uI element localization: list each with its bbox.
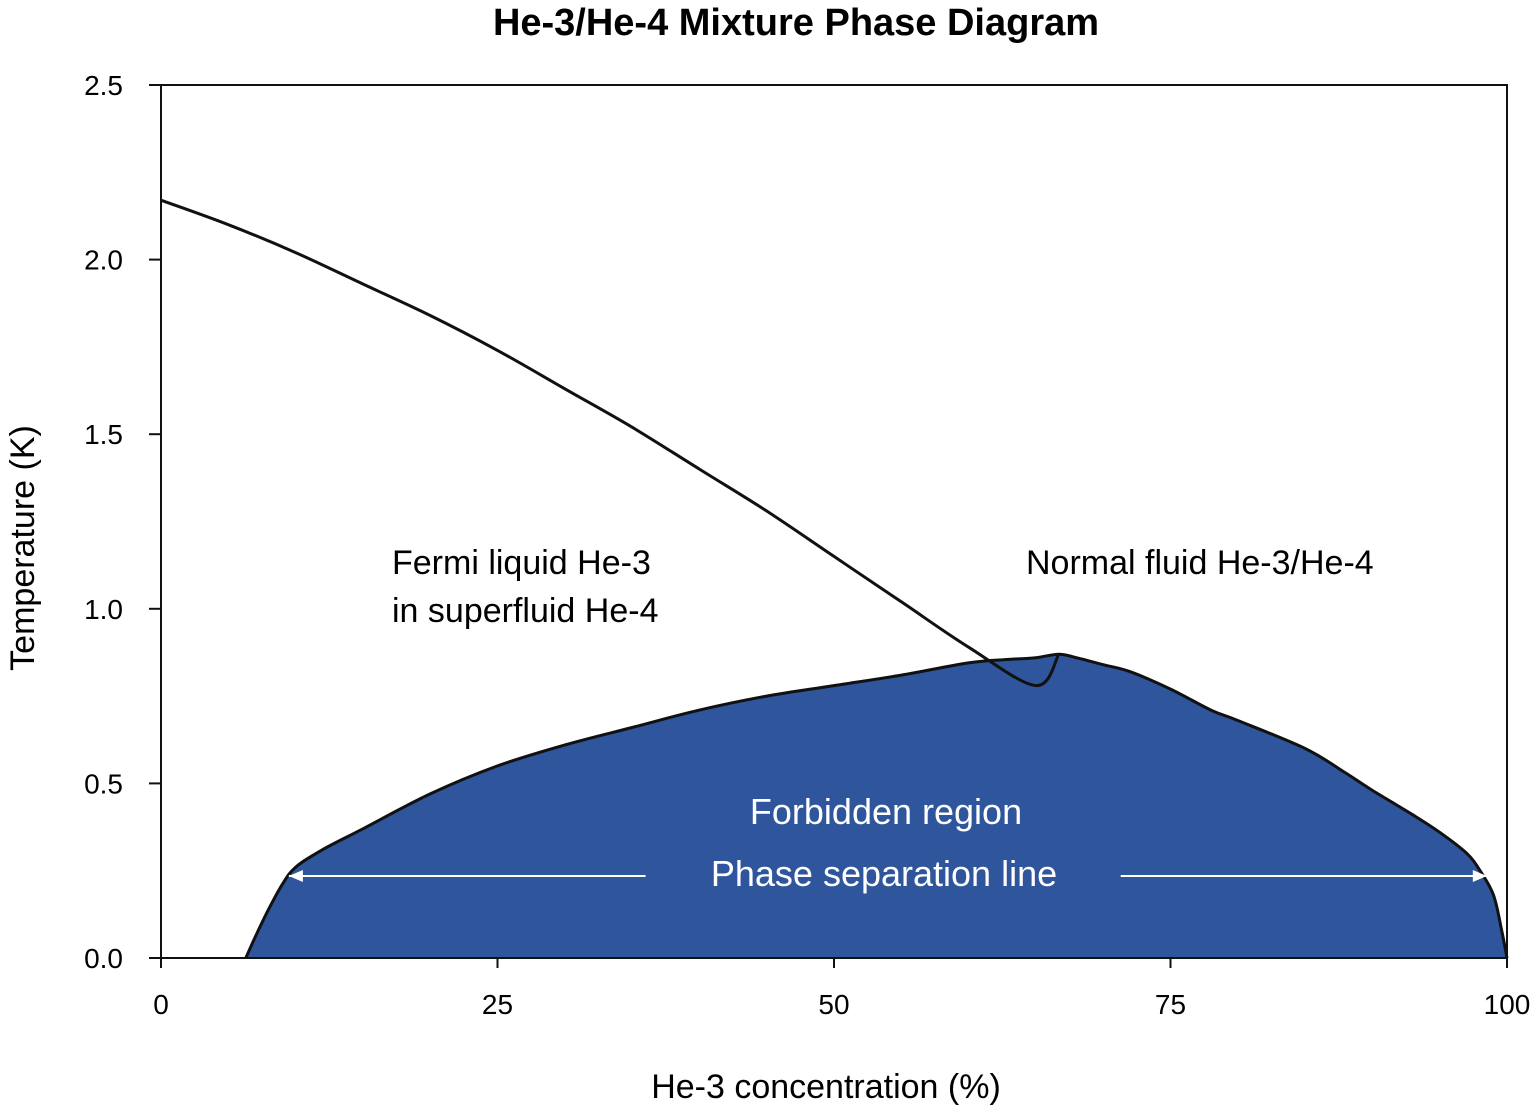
x-tick-label: 50 xyxy=(818,989,849,1020)
y-tick-label: 2.0 xyxy=(84,245,123,276)
y-tick-label: 0.5 xyxy=(84,768,123,799)
fermi-liquid-label-line2: in superfluid He-4 xyxy=(392,592,658,630)
x-tick-label: 100 xyxy=(1484,989,1531,1020)
normal-fluid-label: Normal fluid He-3/He-4 xyxy=(1026,544,1374,582)
forbidden-region-label: Forbidden region xyxy=(750,791,1022,832)
arrow-left-head xyxy=(288,869,303,882)
fermi-liquid-label-line1: Fermi liquid He-3 xyxy=(392,544,651,582)
x-tick-label: 0 xyxy=(153,989,169,1020)
lambda-line xyxy=(160,198,1061,688)
phase-separation-label: Phase separation line xyxy=(711,853,1057,894)
y-tick-label: 1.5 xyxy=(84,419,123,450)
chart-title: He-3/He-4 Mixture Phase Diagram xyxy=(493,2,1099,44)
phase-separation-curve xyxy=(244,652,1509,959)
y-axis-label: Temperature (K) xyxy=(4,425,42,671)
y-tick-label: 0.0 xyxy=(84,943,123,974)
plot-area: 0 25 50 75 100 0.0 0.5 1.0 1.5 2.0 2.5 xyxy=(84,70,1530,1020)
x-axis-label: He-3 concentration (%) xyxy=(651,1068,1001,1106)
forbidden-region-area xyxy=(245,654,1507,958)
y-tick-label: 2.5 xyxy=(84,70,123,101)
y-tick-label: 1.0 xyxy=(84,594,123,625)
arrow-right-head xyxy=(1472,869,1487,882)
x-tick-label: 75 xyxy=(1155,989,1186,1020)
x-tick-label: 25 xyxy=(482,989,513,1020)
